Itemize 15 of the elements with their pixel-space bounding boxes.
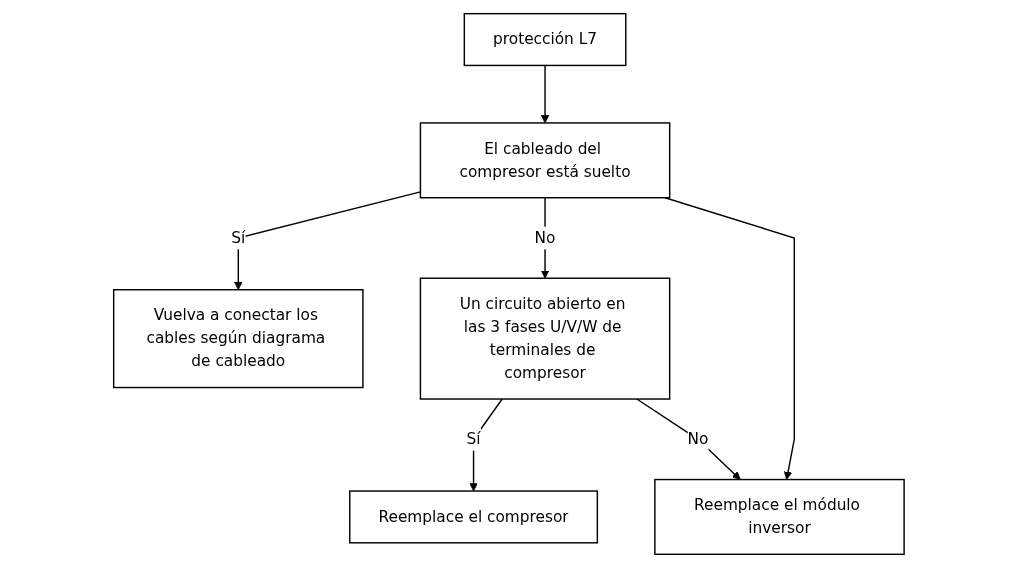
arrow <box>469 398 503 492</box>
node-box: Reemplace el compresor <box>349 490 599 544</box>
edge-label: Sí <box>231 228 246 247</box>
node-box: Un circuito abierto en las 3 fases U/V/W de terminales de compresor <box>419 277 671 400</box>
node-box: protección L7 <box>463 12 627 67</box>
edge-label: No <box>687 429 709 448</box>
node-box: El cableado del compresor está suelto <box>419 122 671 199</box>
arrow <box>540 197 550 279</box>
edge-label: No <box>534 228 556 247</box>
arrow <box>540 64 550 124</box>
edge-label: Sí <box>466 429 481 448</box>
arrow <box>636 398 741 480</box>
node-box: Reemplace el módulo inversor <box>654 478 905 556</box>
arrow <box>664 197 796 480</box>
node-box: Vuelva a conectar los cables según diagrama de cableado <box>113 289 364 389</box>
